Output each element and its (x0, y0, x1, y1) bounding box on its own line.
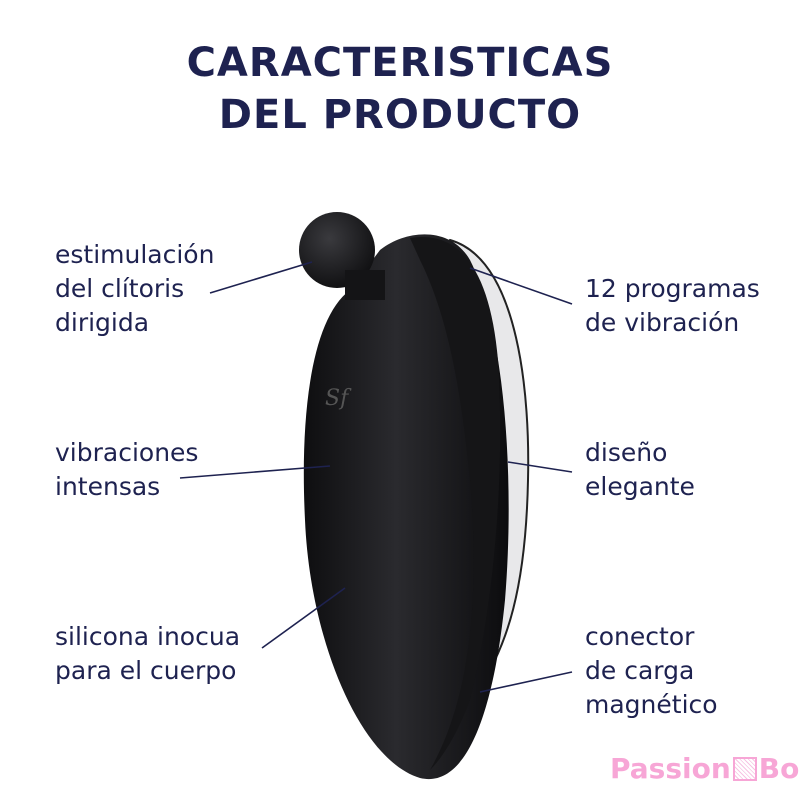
feature-text: de carga (585, 656, 695, 685)
feature-text: vibraciones (55, 438, 199, 467)
logo-text-left: Passion (610, 752, 731, 785)
feature-text: conector (585, 622, 695, 651)
feature-text: de vibración (585, 308, 740, 337)
feature-body-safe-silicone: silicona inocua para el cuerpo (55, 620, 240, 688)
logo-text-right: Box (758, 752, 800, 785)
feature-elegant-design: diseño elegante (585, 436, 695, 504)
feature-text: estimulación (55, 240, 215, 269)
cube-icon (732, 756, 757, 781)
device-side (410, 237, 501, 770)
feature-magnetic-charger: conector de carga magnético (585, 620, 718, 722)
feature-text: magnético (585, 690, 718, 719)
device-ball-head (299, 212, 375, 288)
page-title-line2: DEL PRODUCTO (218, 92, 582, 138)
feature-text: dirigida (55, 308, 150, 337)
page-title-line1: CARACTERISTICAS (186, 40, 614, 86)
feature-text: elegante (585, 472, 695, 501)
feature-vibration-programs: 12 programas de vibración (585, 272, 760, 340)
passionbox-logo: Passion Box (610, 752, 800, 785)
feature-intense-vibrations: vibraciones intensas (55, 436, 198, 504)
feature-text: diseño (585, 438, 668, 467)
leader-lines (179, 261, 573, 693)
feature-text: silicona inocua (55, 622, 241, 651)
feature-text: del clítoris (55, 274, 185, 303)
feature-text: para el cuerpo (55, 656, 237, 685)
svg-text:Sf: Sf (325, 386, 352, 411)
feature-text: 12 programas (585, 274, 760, 303)
feature-text: intensas (55, 472, 161, 501)
feature-clitoris-stimulation: estimulación del clítoris dirigida (55, 238, 214, 340)
